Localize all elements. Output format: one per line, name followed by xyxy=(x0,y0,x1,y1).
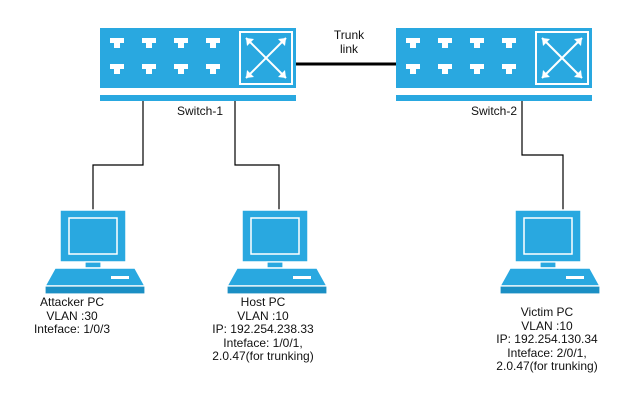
host-pc-interface: Inteface: 1/0/1, xyxy=(223,335,303,350)
victim-pc-icon xyxy=(499,209,601,295)
host-pc-vlan: VLAN :10 xyxy=(237,308,289,323)
victim-pc-label: Victim PC VLAN :10 IP: 192.254.130.34 In… xyxy=(496,305,598,374)
victim-pc-ip: IP: 192.254.130.34 xyxy=(496,332,598,346)
link-switch2-victim xyxy=(521,101,564,212)
victim-pc-vlan: VLAN :10 xyxy=(521,318,573,333)
switch-1-icon xyxy=(100,28,296,101)
host-pc-name: Host PC xyxy=(240,295,286,309)
attacker-pc-vlan: VLAN :30 xyxy=(46,308,98,323)
link-switch1-attacker xyxy=(92,101,144,212)
victim-pc-name: Victim PC xyxy=(520,305,574,319)
host-pc-ip: IP: 192.254.238.33 xyxy=(212,322,314,336)
attacker-pc-interface: Inteface: 1/0/3 xyxy=(33,322,111,336)
trunk-label-line1: Trunk xyxy=(333,28,365,42)
host-pc-icon xyxy=(226,209,328,295)
link-switch1-host xyxy=(234,101,280,212)
host-pc-label: Host PC VLAN :10 IP: 192.254.238.33 Inte… xyxy=(212,295,314,364)
trunk-label-line2: link xyxy=(339,42,359,56)
cross-arrows-icon xyxy=(239,31,293,85)
port-icons xyxy=(110,38,220,74)
host-pc-trunking: 2.0.47(for trunking) xyxy=(212,349,314,363)
switch-2-icon xyxy=(396,28,592,101)
cross-arrows-icon xyxy=(535,31,589,85)
attacker-pc-icon xyxy=(44,209,146,295)
switch-2-label: Switch-2 xyxy=(470,104,518,118)
port-icons xyxy=(406,38,516,74)
attacker-pc-label: Attacker PC VLAN :30 Inteface: 1/0/3 xyxy=(33,295,111,337)
links xyxy=(92,62,564,212)
attacker-pc-name: Attacker PC xyxy=(39,295,105,309)
victim-pc-interface: Inteface: 2/0/1, xyxy=(507,345,587,360)
switch-1-label: Switch-1 xyxy=(176,104,224,118)
trunk-link-label: Trunk link xyxy=(334,28,364,56)
victim-pc-trunking: 2.0.47(for trunking) xyxy=(496,359,598,373)
